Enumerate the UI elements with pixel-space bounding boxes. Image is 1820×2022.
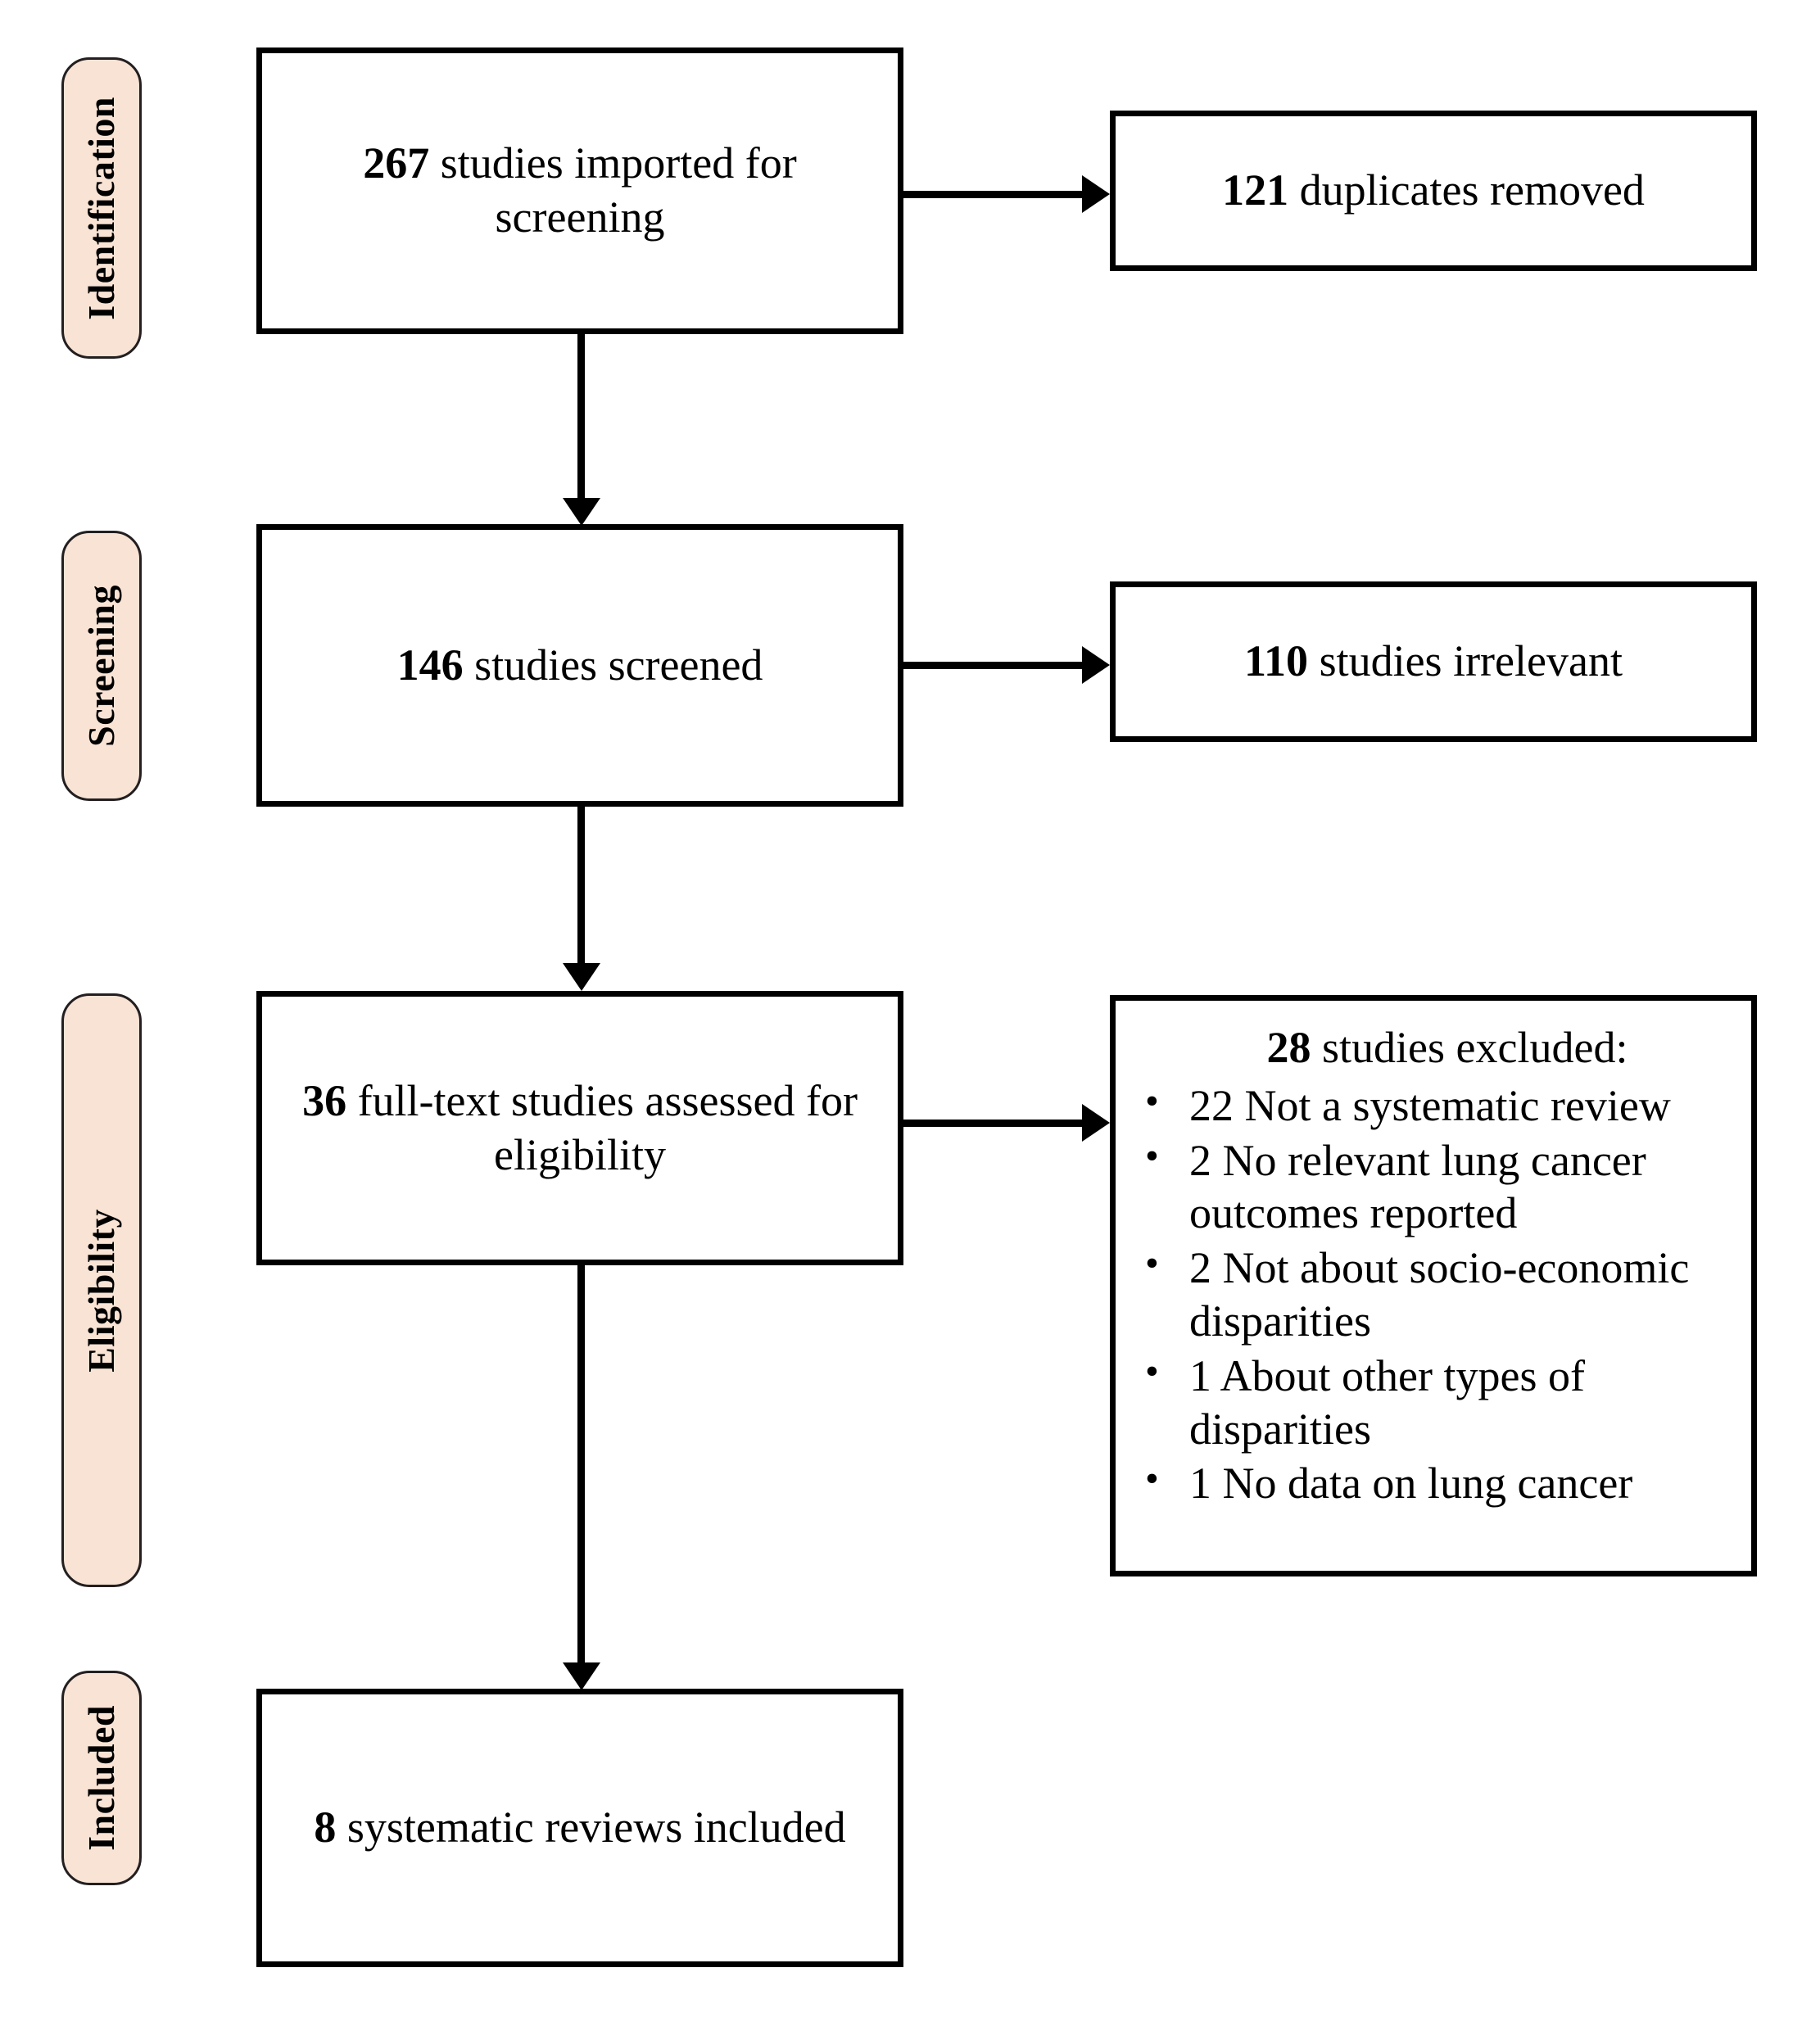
node-studies-imported: 267 studies imported for screening [256, 47, 903, 334]
exclusion-reason-text: 2 No relevant lung cancer outcomes repor… [1189, 1135, 1646, 1238]
connector-screened-to-fulltext [577, 807, 585, 966]
node-studies-irrelevant: 110 studies irrelevant [1110, 581, 1757, 742]
stage-label-identification: Identification [80, 96, 122, 320]
arrowhead-screened-to-irrelevant [1082, 646, 1110, 684]
arrowhead-imported-to-duplicates [1082, 175, 1110, 213]
connector-imported-to-screened [577, 334, 585, 503]
list-item: • 22 Not a systematic review [1130, 1079, 1736, 1133]
node-reviews-included: 8 systematic reviews included [256, 1689, 903, 1967]
node-duplicates-removed-text: 121 duplicates removed [1201, 164, 1666, 218]
connector-fulltext-to-excluded [903, 1120, 1082, 1127]
node-fulltext-assessed-label: full-text studies assessed for eligibili… [346, 1075, 858, 1179]
stage-label-screening: Screening [80, 585, 122, 747]
connector-fulltext-to-included [577, 1265, 585, 1667]
stage-pill-eligibility: Eligibility [61, 993, 142, 1587]
node-studies-screened: 146 studies screened [256, 524, 903, 807]
arrowhead-imported-to-screened [563, 498, 600, 526]
node-studies-imported-text: 267 studies imported for screening [262, 137, 898, 245]
node-reviews-included-count: 8 [314, 1803, 337, 1852]
list-item: • 2 Not about socio-economic disparities [1130, 1242, 1736, 1348]
node-studies-irrelevant-label: studies irrelevant [1308, 636, 1623, 686]
arrowhead-screened-to-fulltext [563, 963, 600, 991]
node-studies-screened-label: studies screened [463, 640, 763, 690]
node-reviews-included-text: 8 systematic reviews included [292, 1801, 867, 1855]
stage-pill-included: Included [61, 1671, 142, 1885]
node-studies-imported-label: studies imported for screening [429, 138, 797, 242]
node-duplicates-removed-count: 121 [1222, 165, 1289, 215]
node-studies-irrelevant-count: 110 [1244, 636, 1309, 686]
bullet-icon: • [1145, 1242, 1159, 1286]
exclusion-reason-text: 2 Not about socio-economic disparities [1189, 1243, 1690, 1346]
bullet-icon: • [1145, 1133, 1159, 1178]
node-studies-irrelevant-text: 110 studies irrelevant [1223, 635, 1644, 689]
connector-imported-to-duplicates [903, 191, 1082, 198]
node-duplicates-removed-label: duplicates removed [1288, 165, 1645, 215]
stage-pill-screening: Screening [61, 531, 142, 801]
bullet-icon: • [1145, 1079, 1159, 1123]
exclusion-reason-text: 22 Not a systematic review [1189, 1080, 1671, 1130]
node-studies-screened-text: 146 studies screened [376, 639, 785, 693]
node-studies-imported-count: 267 [363, 138, 430, 188]
list-item: • 1 About other types of disparities [1130, 1350, 1736, 1456]
arrowhead-fulltext-to-included [563, 1662, 600, 1690]
stage-label-eligibility: Eligibility [80, 1208, 122, 1373]
node-studies-excluded-title: 28 studies excluded: [1130, 1022, 1736, 1074]
stage-pill-identification: Identification [61, 57, 142, 359]
exclusion-reason-text: 1 About other types of disparities [1189, 1350, 1585, 1454]
exclusion-reason-text: 1 No data on lung cancer [1189, 1459, 1633, 1509]
node-duplicates-removed: 121 duplicates removed [1110, 111, 1757, 271]
node-studies-excluded-count: 28 [1266, 1023, 1311, 1072]
node-fulltext-assessed: 36 full-text studies assessed for eligib… [256, 991, 903, 1265]
list-item: • 2 No relevant lung cancer outcomes rep… [1130, 1134, 1736, 1241]
list-item: • 1 No data on lung cancer [1130, 1457, 1736, 1510]
bullet-icon: • [1145, 1457, 1159, 1501]
node-reviews-included-label: systematic reviews included [336, 1803, 846, 1852]
stage-label-included: Included [80, 1705, 122, 1851]
exclusion-reason-list: • 22 Not a systematic review • 2 No rele… [1130, 1079, 1736, 1512]
bullet-icon: • [1145, 1349, 1159, 1393]
node-studies-excluded: 28 studies excluded: • 22 Not a systemat… [1110, 995, 1757, 1576]
node-fulltext-assessed-text: 36 full-text studies assessed for eligib… [262, 1074, 898, 1183]
arrowhead-fulltext-to-excluded [1082, 1104, 1110, 1142]
node-studies-screened-count: 146 [396, 640, 464, 690]
node-fulltext-assessed-count: 36 [302, 1075, 347, 1125]
node-studies-excluded-label: studies excluded: [1311, 1023, 1628, 1072]
connector-screened-to-irrelevant [903, 662, 1082, 669]
